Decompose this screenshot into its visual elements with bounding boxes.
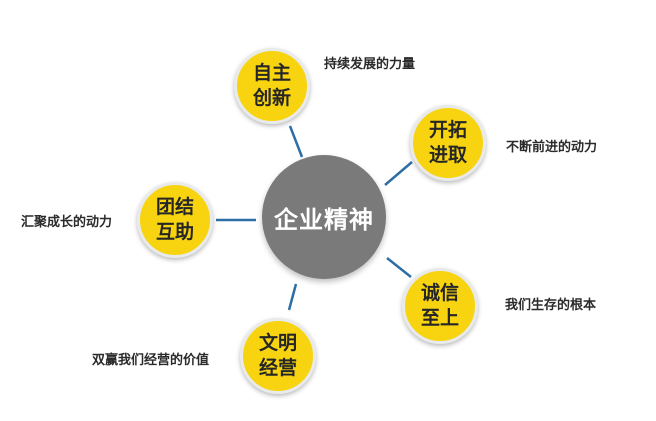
node-unity-label: 团结互助 bbox=[155, 196, 194, 243]
node-innovation-label: 自主创新 bbox=[252, 62, 291, 109]
connector-line-innovation bbox=[288, 125, 304, 158]
caption-innovation: 持续发展的力量 bbox=[324, 57, 416, 72]
node-unity: 团结互助 bbox=[137, 182, 213, 258]
center-node: 企业精神 bbox=[262, 155, 386, 279]
node-integrity-label: 诚信至上 bbox=[420, 282, 459, 329]
caption-civilized: 双赢我们经营的价值 bbox=[92, 353, 210, 368]
connector-line-integrity bbox=[386, 257, 412, 278]
node-civilized-label: 文明经营 bbox=[258, 332, 297, 379]
node-innovation: 自主创新 bbox=[234, 48, 310, 124]
connector-line-enterprising bbox=[384, 161, 413, 186]
node-enterprising: 开拓进取 bbox=[410, 105, 486, 181]
node-integrity: 诚信至上 bbox=[402, 268, 478, 344]
caption-integrity: 我们生存的根本 bbox=[505, 298, 597, 313]
connector-line-civilized bbox=[287, 283, 298, 311]
center-node-label: 企业精神 bbox=[274, 205, 374, 234]
node-civilized: 文明经营 bbox=[240, 318, 316, 394]
caption-unity: 汇聚成长的动力 bbox=[21, 215, 113, 230]
node-enterprising-label: 开拓进取 bbox=[428, 119, 467, 166]
caption-enterprising: 不断前进的动力 bbox=[506, 140, 598, 155]
